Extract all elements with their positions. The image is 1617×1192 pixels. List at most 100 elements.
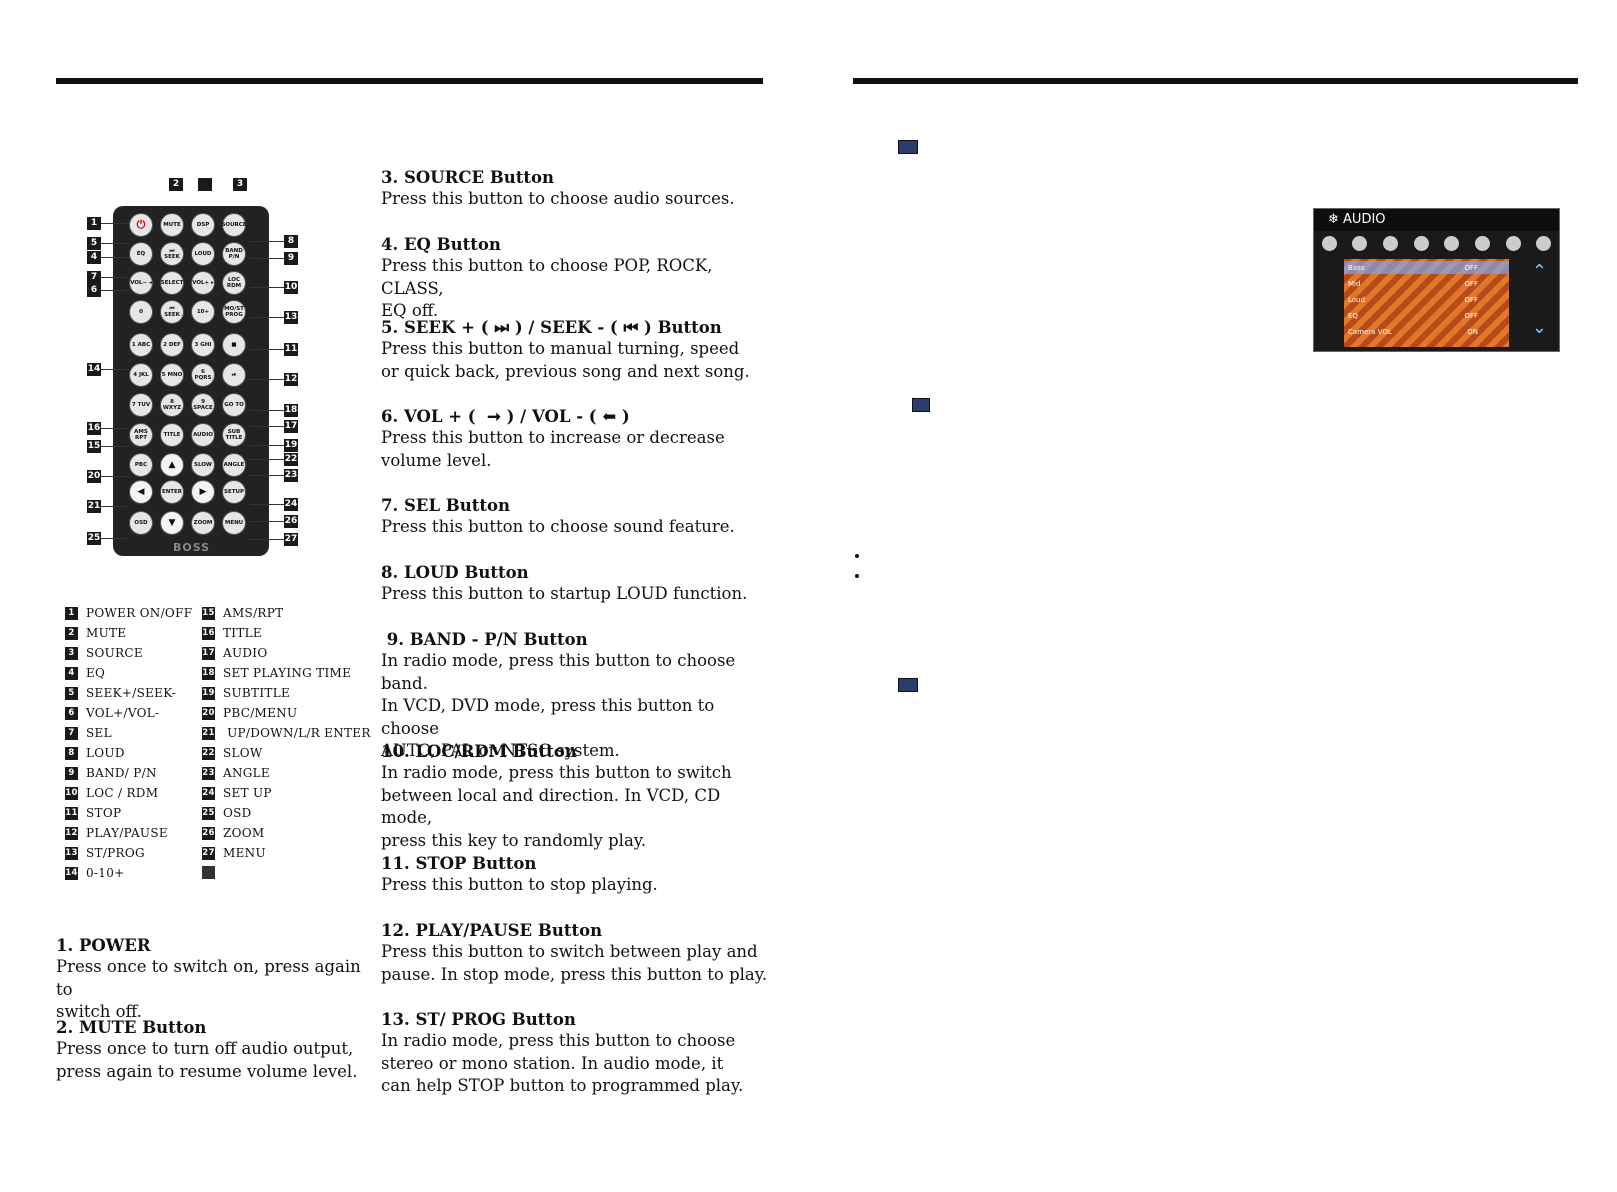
- callout-right: 23: [284, 469, 298, 482]
- callout-left: 5: [87, 237, 101, 250]
- callout-left: 6: [87, 284, 101, 297]
- leader-line: [250, 426, 284, 427]
- remote-button: ⏻: [129, 213, 153, 237]
- leader-line: [101, 223, 129, 224]
- menu-icon: [1444, 235, 1460, 251]
- leader-line: [250, 445, 284, 446]
- remote-button: AUDIO: [191, 423, 215, 447]
- section-body: Press this button to switch between play…: [381, 942, 768, 984]
- section-power: 1. POWER Press once to switch on, press …: [56, 935, 366, 1024]
- legend-number-badge: 1: [65, 606, 78, 620]
- legend-number-badge: 8: [65, 746, 78, 760]
- right-page-rule: [853, 78, 1578, 84]
- leader-line: [250, 317, 284, 318]
- remote-brand-logo: BOSS: [173, 541, 211, 554]
- legend-number-badge: 2: [65, 626, 78, 640]
- section-body: In radio mode, press this button to choo…: [381, 1031, 744, 1095]
- legend-label: 0-10+: [86, 866, 125, 880]
- audio-setting-name: Loud: [1348, 296, 1365, 304]
- section-body: Press this button to choose sound featur…: [381, 517, 735, 536]
- callout-right: 10: [284, 281, 298, 294]
- section-body: Press this button to choose POP, ROCK, C…: [381, 256, 713, 320]
- legend-number-badge: 6: [65, 706, 78, 720]
- callout-left: 7: [87, 271, 101, 284]
- menu-icon: [1536, 235, 1552, 251]
- legend-label: SOURCE: [86, 646, 143, 660]
- chevron-down-icon: ⌄: [1531, 317, 1547, 338]
- leader-line: [101, 369, 129, 370]
- section-body: Press once to turn off audio output, pre…: [56, 1039, 358, 1081]
- legend-number-badge: 18: [202, 666, 215, 680]
- section-heading: 11. STOP Button: [381, 854, 537, 873]
- callout-right: 26: [284, 515, 298, 528]
- legend-number-badge: 26: [202, 826, 215, 840]
- remote-button: ⏭ SEEK: [160, 242, 184, 266]
- section-heading: 12. PLAY/PAUSE Button: [381, 921, 603, 940]
- remote-button: MENU: [222, 511, 246, 535]
- legend-number-badge: 20: [202, 706, 215, 720]
- legend-label: MUTE: [86, 626, 127, 640]
- audio-screen-title: ❄ AUDIO: [1328, 212, 1386, 227]
- legend-number-badge: 19: [202, 686, 215, 700]
- section-mute: 2. MUTE Button Press once to turn off au…: [56, 1017, 366, 1083]
- legend-number-badge: 4: [65, 666, 78, 680]
- audio-title-text: AUDIO: [1343, 212, 1386, 227]
- audio-setting-value: ON: [1467, 328, 1478, 336]
- legend-number-badge: 14: [65, 866, 78, 880]
- legend-number-badge: 11: [65, 806, 78, 820]
- remote-button: 7 TUV: [129, 393, 153, 417]
- menu-icon: [1352, 235, 1368, 251]
- leader-line: [101, 476, 129, 477]
- remote-button: 2 DEF: [160, 333, 184, 357]
- section-body: In radio mode, press this button to swit…: [381, 763, 732, 850]
- callout-left: 21: [87, 500, 101, 513]
- remote-button: LOUD: [191, 242, 215, 266]
- remote-button: MO/ST PROG: [222, 300, 246, 324]
- button-description-section: 6. VOL + ( ➞ ) / VOL - ( ⬅ )Press this b…: [381, 406, 776, 472]
- legend-label: OSD: [223, 806, 252, 820]
- leader-line: [101, 257, 129, 258]
- leader-line: [101, 446, 129, 447]
- remote-button: 6 PQRS: [191, 363, 215, 387]
- callout-2: 2: [169, 178, 183, 191]
- legend-label: SEL: [86, 726, 112, 740]
- callout-right: 9: [284, 252, 298, 265]
- legend-label: VOL+/VOL-: [86, 706, 160, 720]
- audio-screen-icon-bar: [1314, 233, 1559, 253]
- section-heading: 2. MUTE Button: [56, 1018, 207, 1037]
- legend-label: SEEK+/SEEK-: [86, 686, 176, 700]
- legend-item: [202, 866, 223, 879]
- remote-button: BAND P/N: [222, 242, 246, 266]
- leader-line: [250, 287, 284, 288]
- legend-item: 2 MUTE: [65, 626, 126, 640]
- leader-line: [250, 349, 284, 350]
- callout-left: 20: [87, 470, 101, 483]
- legend-number-badge: 23: [202, 766, 215, 780]
- menu-icon: [1474, 235, 1490, 251]
- legend-item: 14 0-10+: [65, 866, 125, 880]
- menu-icon: [1505, 235, 1521, 251]
- audio-setting-value: OFF: [1464, 264, 1478, 272]
- speaker-icon: [898, 140, 918, 154]
- legend-label: PLAY/PAUSE: [86, 826, 168, 840]
- leader-line: [250, 241, 284, 242]
- remote-button: 1 ABC: [129, 333, 153, 357]
- audio-setting-name: Bass: [1348, 264, 1365, 272]
- legend-label: MENU: [223, 846, 266, 860]
- section-body: Press this button to manual turning, spe…: [381, 339, 750, 381]
